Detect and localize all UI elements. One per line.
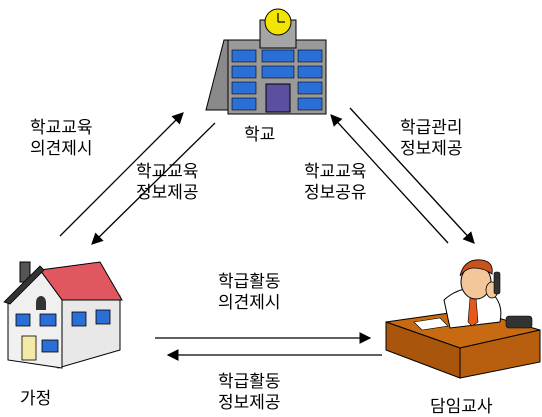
edge-label-line: 정보제공 [218,393,281,413]
edge-label-line: 의견제시 [218,293,281,313]
edge-label-line: 학교교육 [136,162,199,182]
edge-label-line: 학급관리 [400,118,463,138]
edge-label-line: 학교교육 [30,118,93,138]
arrow-home-to-school [59,112,184,237]
node-label-school: 학교 [244,125,276,145]
edge-label-line: 학급활동 [218,372,281,392]
edge-label-school-to-teacher: 학교교육 정보공유 [304,162,367,204]
arrow-school-to-teacher [349,107,475,244]
edge-label-line: 정보공유 [304,183,367,203]
arrow-school-to-home [91,122,216,245]
edge-label-line: 의견제시 [30,139,93,159]
arrow-teacher-to-school [330,114,449,244]
school-building-icon [205,8,327,115]
edge-label-home-to-school: 학교교육 의견제시 [30,118,93,160]
node-label-teacher: 담임교사 [430,397,493,417]
node-label-home: 가정 [20,389,52,409]
teacher-at-desk-icon [385,259,541,379]
edge-label-line: 정보제공 [400,139,463,159]
edge-label-line: 학교교육 [304,162,367,182]
edge-label-school-to-home: 학교교육 정보제공 [136,162,199,204]
edge-label-home-to-teacher: 학급활동 의견제시 [218,272,281,314]
edge-label-teacher-to-home: 학급활동 정보제공 [218,372,281,414]
house-icon [3,261,123,369]
edge-label-teacher-to-school: 학급관리 정보제공 [400,118,463,160]
edge-label-line: 정보제공 [136,183,199,203]
edge-label-line: 학급활동 [218,272,281,292]
